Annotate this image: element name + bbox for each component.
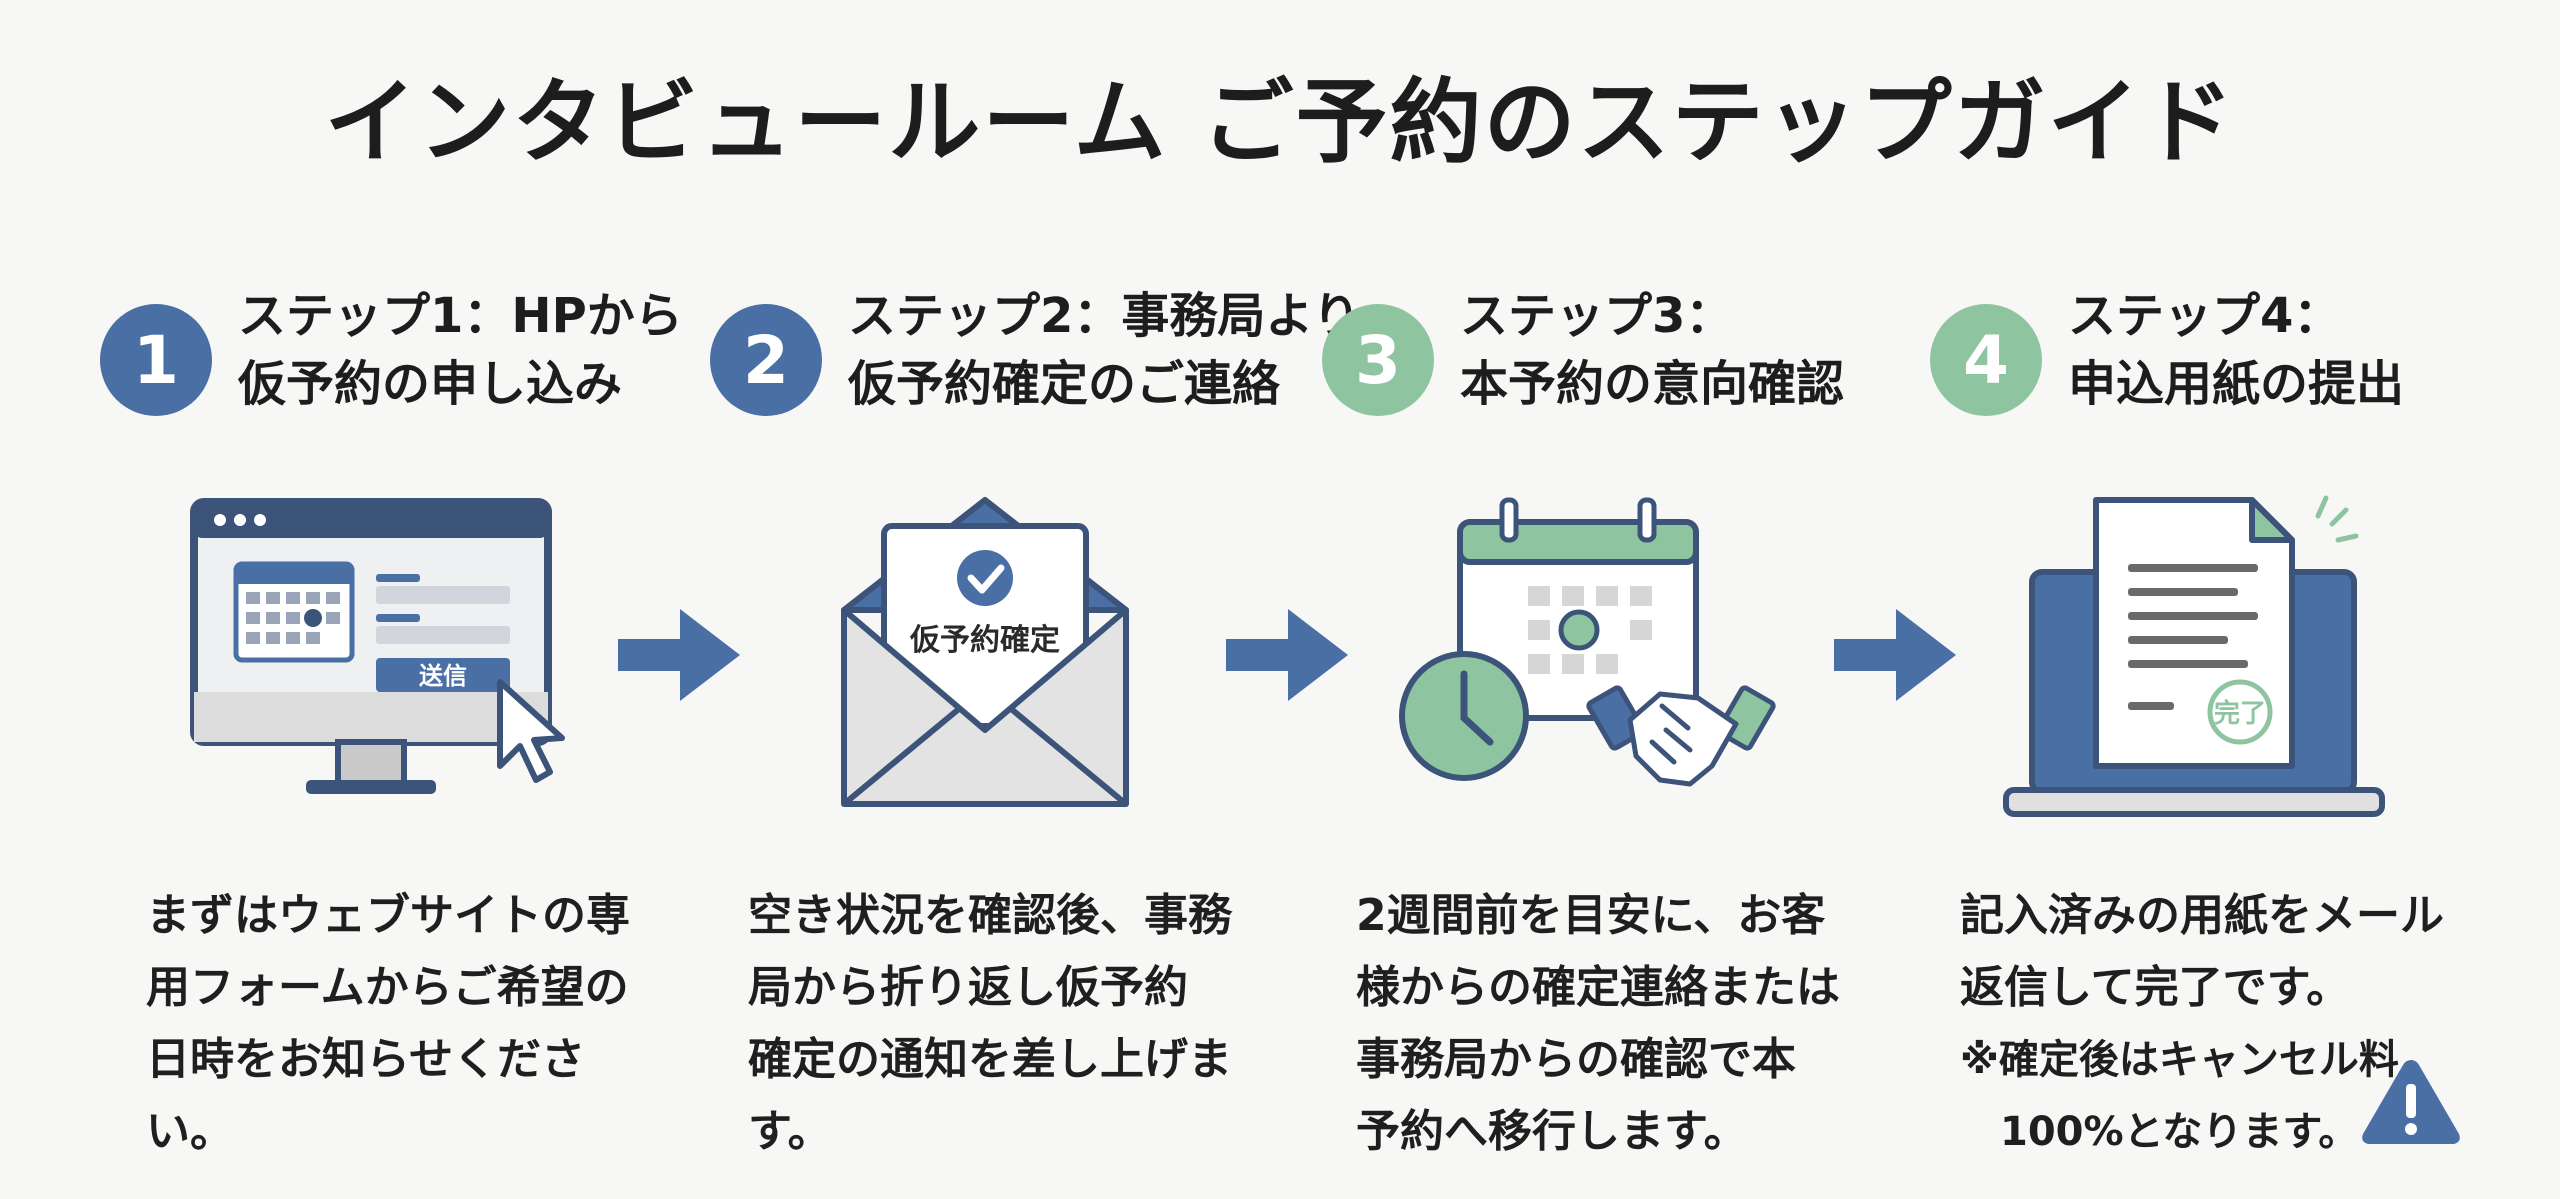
step-3-description: 2週間前を目安に、お客 様からの確定連絡または 事務局からの確認で本 予約へ移行… — [1356, 880, 1840, 1168]
page-title: インタビュールーム ご予約のステップガイド — [324, 69, 2236, 176]
step-4-title-line2: 申込用紙の提出 — [2068, 356, 2405, 412]
step-2-desc-line: 空き状況を確認後、事務 — [748, 890, 1232, 941]
step-3-title-line1: ステップ3： — [1460, 288, 1734, 344]
warning-icon — [2362, 1060, 2460, 1144]
check-icon — [967, 564, 1005, 594]
step-1-header: 1 ステップ1：HPから 仮予約の申し込み — [100, 282, 683, 418]
step-1-title: ステップ1：HPから 仮予約の申し込み — [238, 282, 683, 418]
step-2-title-line2: 仮予約確定のご連絡 — [848, 356, 1281, 412]
step-1-number-badge: 1 — [100, 304, 212, 416]
step-4-title-line1: ステップ4： — [2068, 288, 2342, 344]
step-4-desc-line: 返信して完了です。 — [1960, 962, 2351, 1013]
arrow-right-icon-1 — [618, 609, 740, 701]
step-2-number-badge: 2 — [710, 304, 822, 416]
envelope-illustration: 仮予約確定 — [841, 497, 1129, 807]
step-1-title-line1: ステップ1：HPから — [238, 288, 683, 344]
step-3-desc-line: 事務局からの確認で本 — [1356, 1034, 1796, 1085]
step-3-desc-line: 様からの確定連絡または — [1356, 962, 1840, 1013]
step-3-title-line2: 本予約の意向確認 — [1460, 356, 1845, 412]
send-button-label: 送信 — [419, 662, 467, 690]
step-2-header: 2 ステップ2：事務局より 仮予約確定のご連絡 — [710, 282, 1360, 418]
step-4-desc-line: 記入済みの用紙をメール — [1960, 890, 2444, 941]
step-4-description: 記入済みの用紙をメール 返信して完了です。 ※確定後はキャンセル料 100%とな… — [1960, 880, 2444, 1168]
monitor-form-illustration: 送信 — [190, 498, 565, 794]
step-1-title-line2: 仮予約の申し込み — [238, 356, 623, 412]
calendar-clock-handshake-illustration — [1399, 497, 1776, 787]
step-2-desc-line: 確定の通知を差し上げま — [748, 1034, 1232, 1085]
step-1-desc-line: 日時をお知らせくださ — [146, 1034, 586, 1085]
arrow-right-icon-2 — [1226, 609, 1348, 701]
step-2-desc-line: す。 — [748, 1106, 832, 1157]
step-3-desc-line: 2週間前を目安に、お客 — [1356, 890, 1826, 941]
cursor-icon — [497, 679, 565, 783]
laptop-document-illustration: 完了 — [2003, 495, 2385, 817]
step-2-desc-line: 局から折り返し仮予約 — [748, 962, 1188, 1013]
step-4-number-badge: 4 — [1930, 304, 2042, 416]
cancellation-note-line1: ※確定後はキャンセル料 — [1960, 1037, 2399, 1083]
step-3-title: ステップ3： 本予約の意向確認 — [1460, 282, 1844, 418]
step-3-desc-line: 予約へ移行します。 — [1356, 1106, 1748, 1157]
step-4-title: ステップ4： 申込用紙の提出 — [2068, 282, 2404, 418]
step-3-header: 3 ステップ3： 本予約の意向確認 — [1322, 282, 1844, 418]
step-2-title: ステップ2：事務局より 仮予約確定のご連絡 — [848, 282, 1360, 418]
provisional-confirmed-label: 仮予約確定 — [909, 623, 1060, 658]
send-button-shape — [376, 658, 510, 692]
handshake-icon — [1586, 685, 1776, 787]
step-2-title-line1: ステップ2：事務局より — [848, 288, 1361, 344]
step-1-desc-line: い。 — [146, 1106, 234, 1157]
step-1-desc-line: まずはウェブサイトの専 — [146, 890, 630, 941]
step-1-desc-line: 用フォームからご希望の — [146, 962, 629, 1013]
arrow-right-icon-3 — [1834, 609, 1956, 701]
step-1-description: まずはウェブサイトの専 用フォームからご希望の 日時をお知らせくださ い。 — [146, 880, 630, 1168]
step-2-description: 空き状況を確認後、事務 局から折り返し仮予約 確定の通知を差し上げま す。 — [748, 880, 1232, 1168]
step-3-number-badge: 3 — [1322, 304, 1434, 416]
cancellation-note-line2: 100%となります。 — [2000, 1109, 2359, 1155]
sparkle-icon — [2315, 495, 2359, 543]
step-4-header: 4 ステップ4： 申込用紙の提出 — [1930, 282, 2404, 418]
completion-stamp-label: 完了 — [2214, 698, 2266, 729]
completion-stamp — [2207, 679, 2273, 745]
